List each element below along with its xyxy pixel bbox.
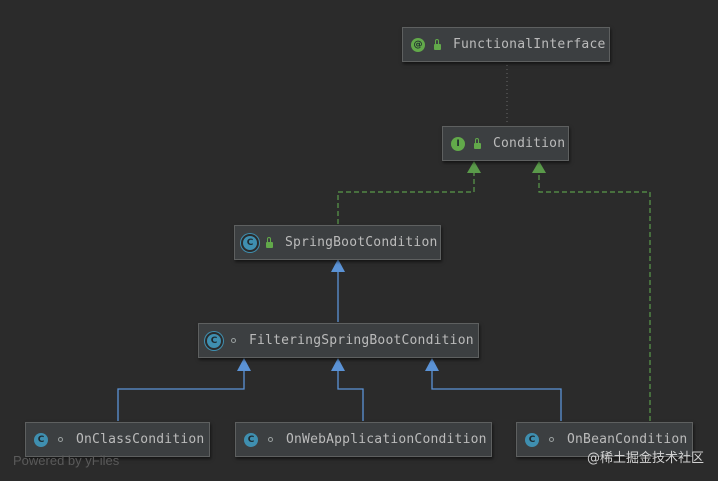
abstract-class-icon: C <box>243 235 257 250</box>
node-condition[interactable]: I Condition <box>442 126 569 161</box>
public-lock-icon <box>263 236 275 249</box>
node-on-class-condition[interactable]: C OnClassCondition <box>25 422 210 457</box>
package-private-dot-icon <box>54 434 66 446</box>
class-icon: C <box>525 432 539 447</box>
annotation-type-icon: @ <box>411 37 425 52</box>
edge-spring-boot-condition-implements-condition <box>337 172 475 224</box>
edge-on-bean-condition-implements-condition <box>538 172 651 421</box>
arrowhead-condition-left <box>467 161 481 173</box>
interface-icon: I <box>451 136 465 151</box>
arrowhead-spring-boot-condition <box>331 259 345 272</box>
arrowhead-filtering-center <box>331 358 345 371</box>
source-credit: @稀土掘金技术社区 <box>586 451 704 466</box>
public-lock-icon <box>471 137 483 150</box>
node-functional-interface[interactable]: @ FunctionalInterface <box>402 27 610 62</box>
edge-on-web-application-extends-filtering <box>337 370 364 421</box>
node-filtering-spring-boot-condition[interactable]: C FilteringSpringBootCondition <box>198 323 479 358</box>
package-private-dot-icon <box>264 434 276 446</box>
class-icon: C <box>244 432 258 447</box>
node-label: OnWebApplicationCondition <box>286 432 487 447</box>
node-label: FunctionalInterface <box>453 37 606 52</box>
node-label: Condition <box>493 136 566 151</box>
package-private-dot-icon <box>227 335 239 347</box>
arrowhead-filtering-left <box>237 358 251 371</box>
node-on-bean-condition[interactable]: C OnBeanCondition <box>516 422 693 457</box>
public-lock-icon <box>431 38 443 51</box>
edge-on-class-extends-filtering <box>117 370 245 421</box>
node-label: FilteringSpringBootCondition <box>249 333 474 348</box>
yfiles-watermark: Powered by yFiles <box>13 453 120 468</box>
node-on-web-application-condition[interactable]: C OnWebApplicationCondition <box>235 422 492 457</box>
edge-on-bean-extends-filtering <box>431 370 562 421</box>
class-icon: C <box>34 432 48 447</box>
node-spring-boot-condition[interactable]: C SpringBootCondition <box>234 225 441 260</box>
arrowhead-filtering-right <box>425 358 439 371</box>
node-label: OnBeanCondition <box>567 432 688 447</box>
package-private-dot-icon <box>545 434 557 446</box>
node-label: SpringBootCondition <box>285 235 438 250</box>
node-label: OnClassCondition <box>76 432 205 447</box>
arrowhead-condition-right <box>532 161 546 173</box>
abstract-class-icon: C <box>207 333 221 348</box>
